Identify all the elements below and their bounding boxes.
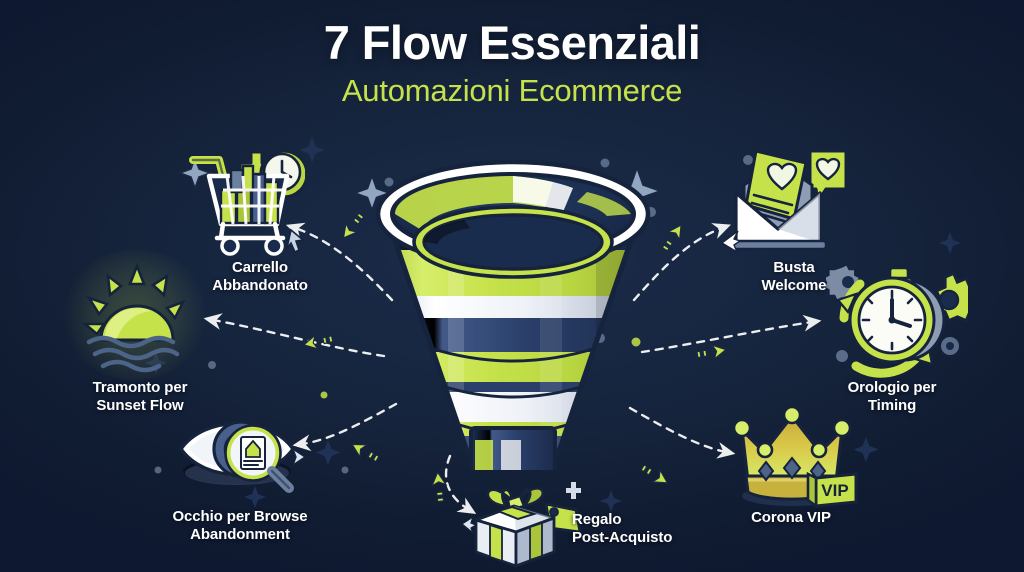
gift-box-icon[interactable] bbox=[460, 470, 588, 572]
label-carrello-abbandonato: Carrello Abbandonato bbox=[212, 259, 308, 295]
header-block: 7 Flow Essenziali Automazioni Ecommerce bbox=[0, 18, 1024, 108]
label-post-acquisto: Regalo Post-Acquisto bbox=[572, 511, 673, 547]
funnel-graphic bbox=[372, 158, 654, 476]
label-orologio-timing: Orologio per Timing bbox=[847, 379, 937, 415]
page-title: 7 Flow Essenziali bbox=[323, 16, 701, 69]
label-busta-welcome: Busta Welcome bbox=[761, 259, 827, 295]
page-subtitle: Automazioni Ecommerce bbox=[341, 73, 683, 109]
vip-badge-text: VIP bbox=[821, 481, 848, 500]
sunset-icon[interactable] bbox=[75, 262, 199, 379]
shopping-cart-icon[interactable] bbox=[175, 132, 309, 263]
label-corona-vip: Corona VIP bbox=[751, 509, 831, 526]
crown-vip-icon[interactable]: VIP bbox=[732, 405, 860, 513]
label-sunset-flow: Tramonto per Sunset Flow bbox=[92, 379, 188, 415]
eye-magnifier-icon[interactable] bbox=[175, 405, 307, 514]
label-browse-abandonment: Occhio per Browse Abandonment bbox=[172, 508, 308, 544]
envelope-heart-icon[interactable] bbox=[720, 133, 852, 260]
